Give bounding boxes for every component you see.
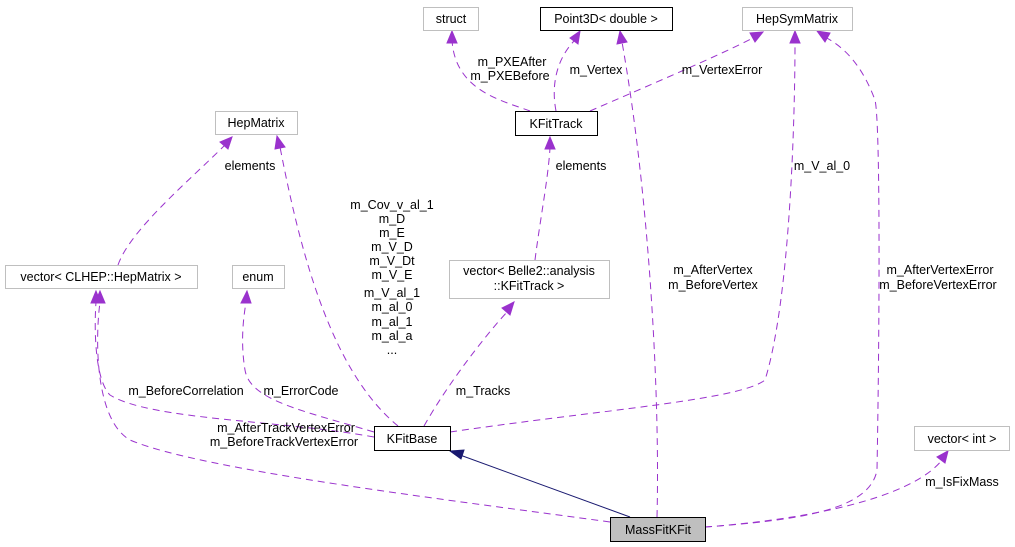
node-label: HepSymMatrix: [756, 12, 839, 26]
node-box: [610, 517, 706, 542]
node-box: [540, 7, 673, 31]
label-is-fix-mass: m_IsFixMass: [925, 475, 999, 489]
node-box: [515, 111, 598, 136]
node-box: [232, 265, 285, 289]
edge-massfit-vecmatrix: [97, 301, 611, 523]
label-member: m_V_D: [371, 240, 413, 254]
node-label: ::KFitTrack >: [494, 279, 565, 293]
label-member: m_al_0: [372, 300, 413, 314]
label-elements-track: elements: [556, 159, 607, 173]
label-tracks: m_Tracks: [456, 384, 510, 398]
edge-kfitbase-vectrack: [423, 310, 509, 427]
node-kfitbase[interactable]: KFitBase: [374, 426, 451, 451]
node-box: [215, 111, 298, 135]
edge-vectrack-kfittrack: [534, 147, 551, 261]
label-vertex-error: m_VertexError: [682, 63, 763, 77]
edge-labels: m_PXEAfter m_PXEBefore m_Vertex m_Vertex…: [128, 55, 998, 489]
arrow-vectrack: [501, 301, 515, 316]
label-member: ...: [387, 343, 397, 357]
label-member: m_V_Dt: [369, 254, 415, 268]
node-hepmatrix[interactable]: HepMatrix: [215, 111, 298, 135]
node-struct[interactable]: struct: [423, 7, 479, 31]
node-label: vector< CLHEP::HepMatrix >: [20, 270, 181, 284]
node-label: enum: [242, 270, 273, 284]
edge-kfitbase-hepsym: [449, 41, 796, 433]
label-member: m_V_al_1: [364, 286, 420, 300]
arrow-enum: [240, 289, 252, 304]
node-label: HepMatrix: [228, 116, 286, 130]
label-pxe-after: m_PXEAfter: [478, 55, 547, 69]
edge-kfitbase-enum: [242, 301, 375, 433]
edge-kfittrack-struct: [451, 39, 531, 112]
arrow-vecmatrix-2: [94, 289, 106, 304]
node-enum[interactable]: enum: [232, 265, 285, 289]
label-v-al-0: m_V_al_0: [794, 159, 850, 173]
label-pxe-before: m_PXEBefore: [470, 69, 549, 83]
edge-massfit-vecint: [704, 459, 943, 528]
node-box: [914, 426, 1010, 451]
label-member: m_Cov_v_al_1: [350, 198, 433, 212]
arrow-struct: [446, 29, 458, 44]
edge-vecmatrix-hepmatrix: [117, 144, 226, 266]
label-member: m_E: [379, 226, 405, 240]
label-after-vertex: m_AfterVertex: [673, 263, 753, 277]
arrow-point3d-2: [616, 29, 628, 45]
node-label: KFitTrack: [529, 117, 583, 131]
arrow-vecint: [936, 450, 949, 464]
arrow-hepsym-2: [789, 29, 801, 44]
label-vertex: m_Vertex: [570, 63, 624, 77]
node-box: [5, 265, 198, 289]
node-point3d[interactable]: Point3D< double >: [540, 7, 673, 31]
edge-kfittrack-hepsym: [589, 36, 756, 112]
node-kfittrack[interactable]: KFitTrack: [515, 111, 598, 136]
edge-massfit-point3d: [621, 41, 658, 518]
node-label: MassFitKFit: [625, 523, 692, 537]
node-box: [374, 426, 451, 451]
label-member: m_al_1: [372, 315, 413, 329]
arrow-hepmatrix: [219, 136, 233, 150]
nodes: struct Point3D< double > HepSymMatrix KF…: [5, 7, 1010, 542]
arrow-hepsym-3: [815, 30, 831, 43]
node-box: [742, 7, 853, 31]
node-label: Point3D< double >: [554, 12, 658, 26]
label-member: m_al_a: [372, 329, 413, 343]
node-label: struct: [436, 12, 467, 26]
node-vector-kfittrack[interactable]: vector< Belle2::analysis ::KFitTrack >: [449, 260, 610, 299]
label-after-vertex-error: m_AfterVertexError: [887, 263, 994, 277]
label-after-track-vertex-error: m_AfterTrackVertexError: [217, 421, 355, 435]
node-label: vector< Belle2::analysis: [463, 264, 595, 278]
edge-kfitbase-vecmatrix: [94, 301, 375, 438]
label-error-code: m_ErrorCode: [263, 384, 338, 398]
label-member: m_D: [379, 212, 405, 226]
edge-inheritance-massfit-kfitbase: [459, 454, 631, 518]
arrow-kfittrack: [544, 135, 556, 150]
node-box: [423, 7, 479, 31]
edges: [90, 29, 949, 528]
arrow-hepsym: [749, 31, 765, 43]
node-label: vector< int >: [928, 432, 997, 446]
node-vector-hepmatrix[interactable]: vector< CLHEP::HepMatrix >: [5, 265, 198, 289]
arrow-hepmatrix-2: [274, 134, 286, 150]
label-before-vertex-error: m_BeforeVertexError: [879, 278, 996, 292]
node-vector-int[interactable]: vector< int >: [914, 426, 1010, 451]
edge-kfittrack-point3d: [553, 39, 576, 112]
arrow-inheritance: [448, 449, 465, 460]
label-member: m_V_E: [372, 268, 413, 282]
node-hepsymmatrix[interactable]: HepSymMatrix: [742, 7, 853, 31]
label-before-correlation: m_BeforeCorrelation: [128, 384, 243, 398]
label-before-track-vertex-error: m_BeforeTrackVertexError: [210, 435, 358, 449]
label-elements-matrix: elements: [225, 159, 276, 173]
node-box: [449, 260, 610, 299]
node-massfitkfit[interactable]: MassFitKFit: [610, 517, 706, 542]
arrow-point3d: [569, 29, 581, 45]
edge-kfitbase-hepmatrix: [279, 146, 399, 427]
edge-massfit-hepsym: [704, 36, 880, 528]
label-before-vertex: m_BeforeVertex: [668, 278, 758, 292]
node-label: KFitBase: [387, 432, 438, 446]
